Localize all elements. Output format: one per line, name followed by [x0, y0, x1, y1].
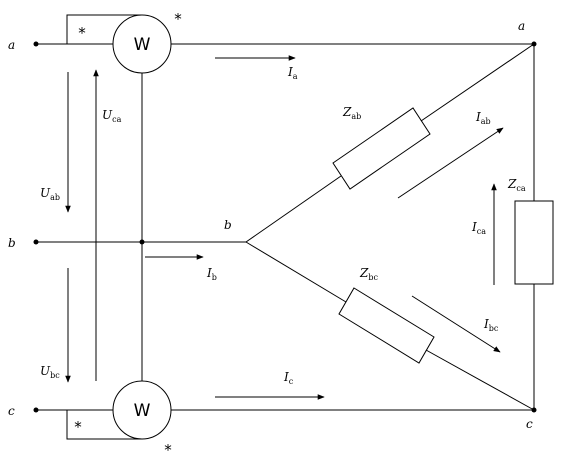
node-label-b: b — [224, 218, 232, 232]
polarity-mark: * — [74, 418, 82, 436]
current-label-a: Ia — [287, 65, 298, 81]
line-c — [33, 407, 537, 413]
current-arrow-ab — [397, 127, 504, 199]
current-label-b: Ib — [206, 266, 217, 282]
node-label-b: b — [8, 236, 16, 250]
node-label-a: a — [8, 38, 15, 52]
polarity-mark: * — [174, 10, 182, 28]
voltage-label-ca: Uca — [102, 108, 122, 124]
node-label-c: c — [8, 404, 15, 418]
wattmeter-top: W * * — [78, 10, 182, 74]
load-branch-ca — [514, 44, 554, 410]
current-label-c: Ic — [283, 370, 294, 386]
impedance-label-ab: Zab — [342, 105, 361, 121]
load-branch-ab — [245, 43, 535, 243]
line-a — [33, 41, 537, 47]
impedance-label-bc: Zbc — [359, 266, 378, 282]
load-branch-bc — [245, 241, 535, 411]
voltage-label-bc: Ubc — [40, 364, 60, 380]
current-arrow-bc — [411, 295, 501, 353]
current-label-ca: Ica — [471, 220, 486, 236]
wattmeter-bottom: W * * — [74, 380, 172, 459]
node-label-c: c — [526, 417, 533, 431]
current-label-ab: Iab — [475, 110, 491, 126]
current-label-bc: Ibc — [483, 317, 499, 333]
node-label-a: a — [518, 19, 525, 33]
polarity-mark: * — [78, 24, 86, 42]
polarity-mark: * — [164, 441, 172, 459]
voltage-label-ab: Uab — [40, 186, 60, 202]
impedance-label-ca: Zca — [507, 177, 526, 193]
wattmeter-voltage-leads — [66, 14, 145, 440]
wattmeter-bottom-label: W — [134, 401, 151, 421]
wattmeter-top-label: W — [134, 35, 151, 55]
